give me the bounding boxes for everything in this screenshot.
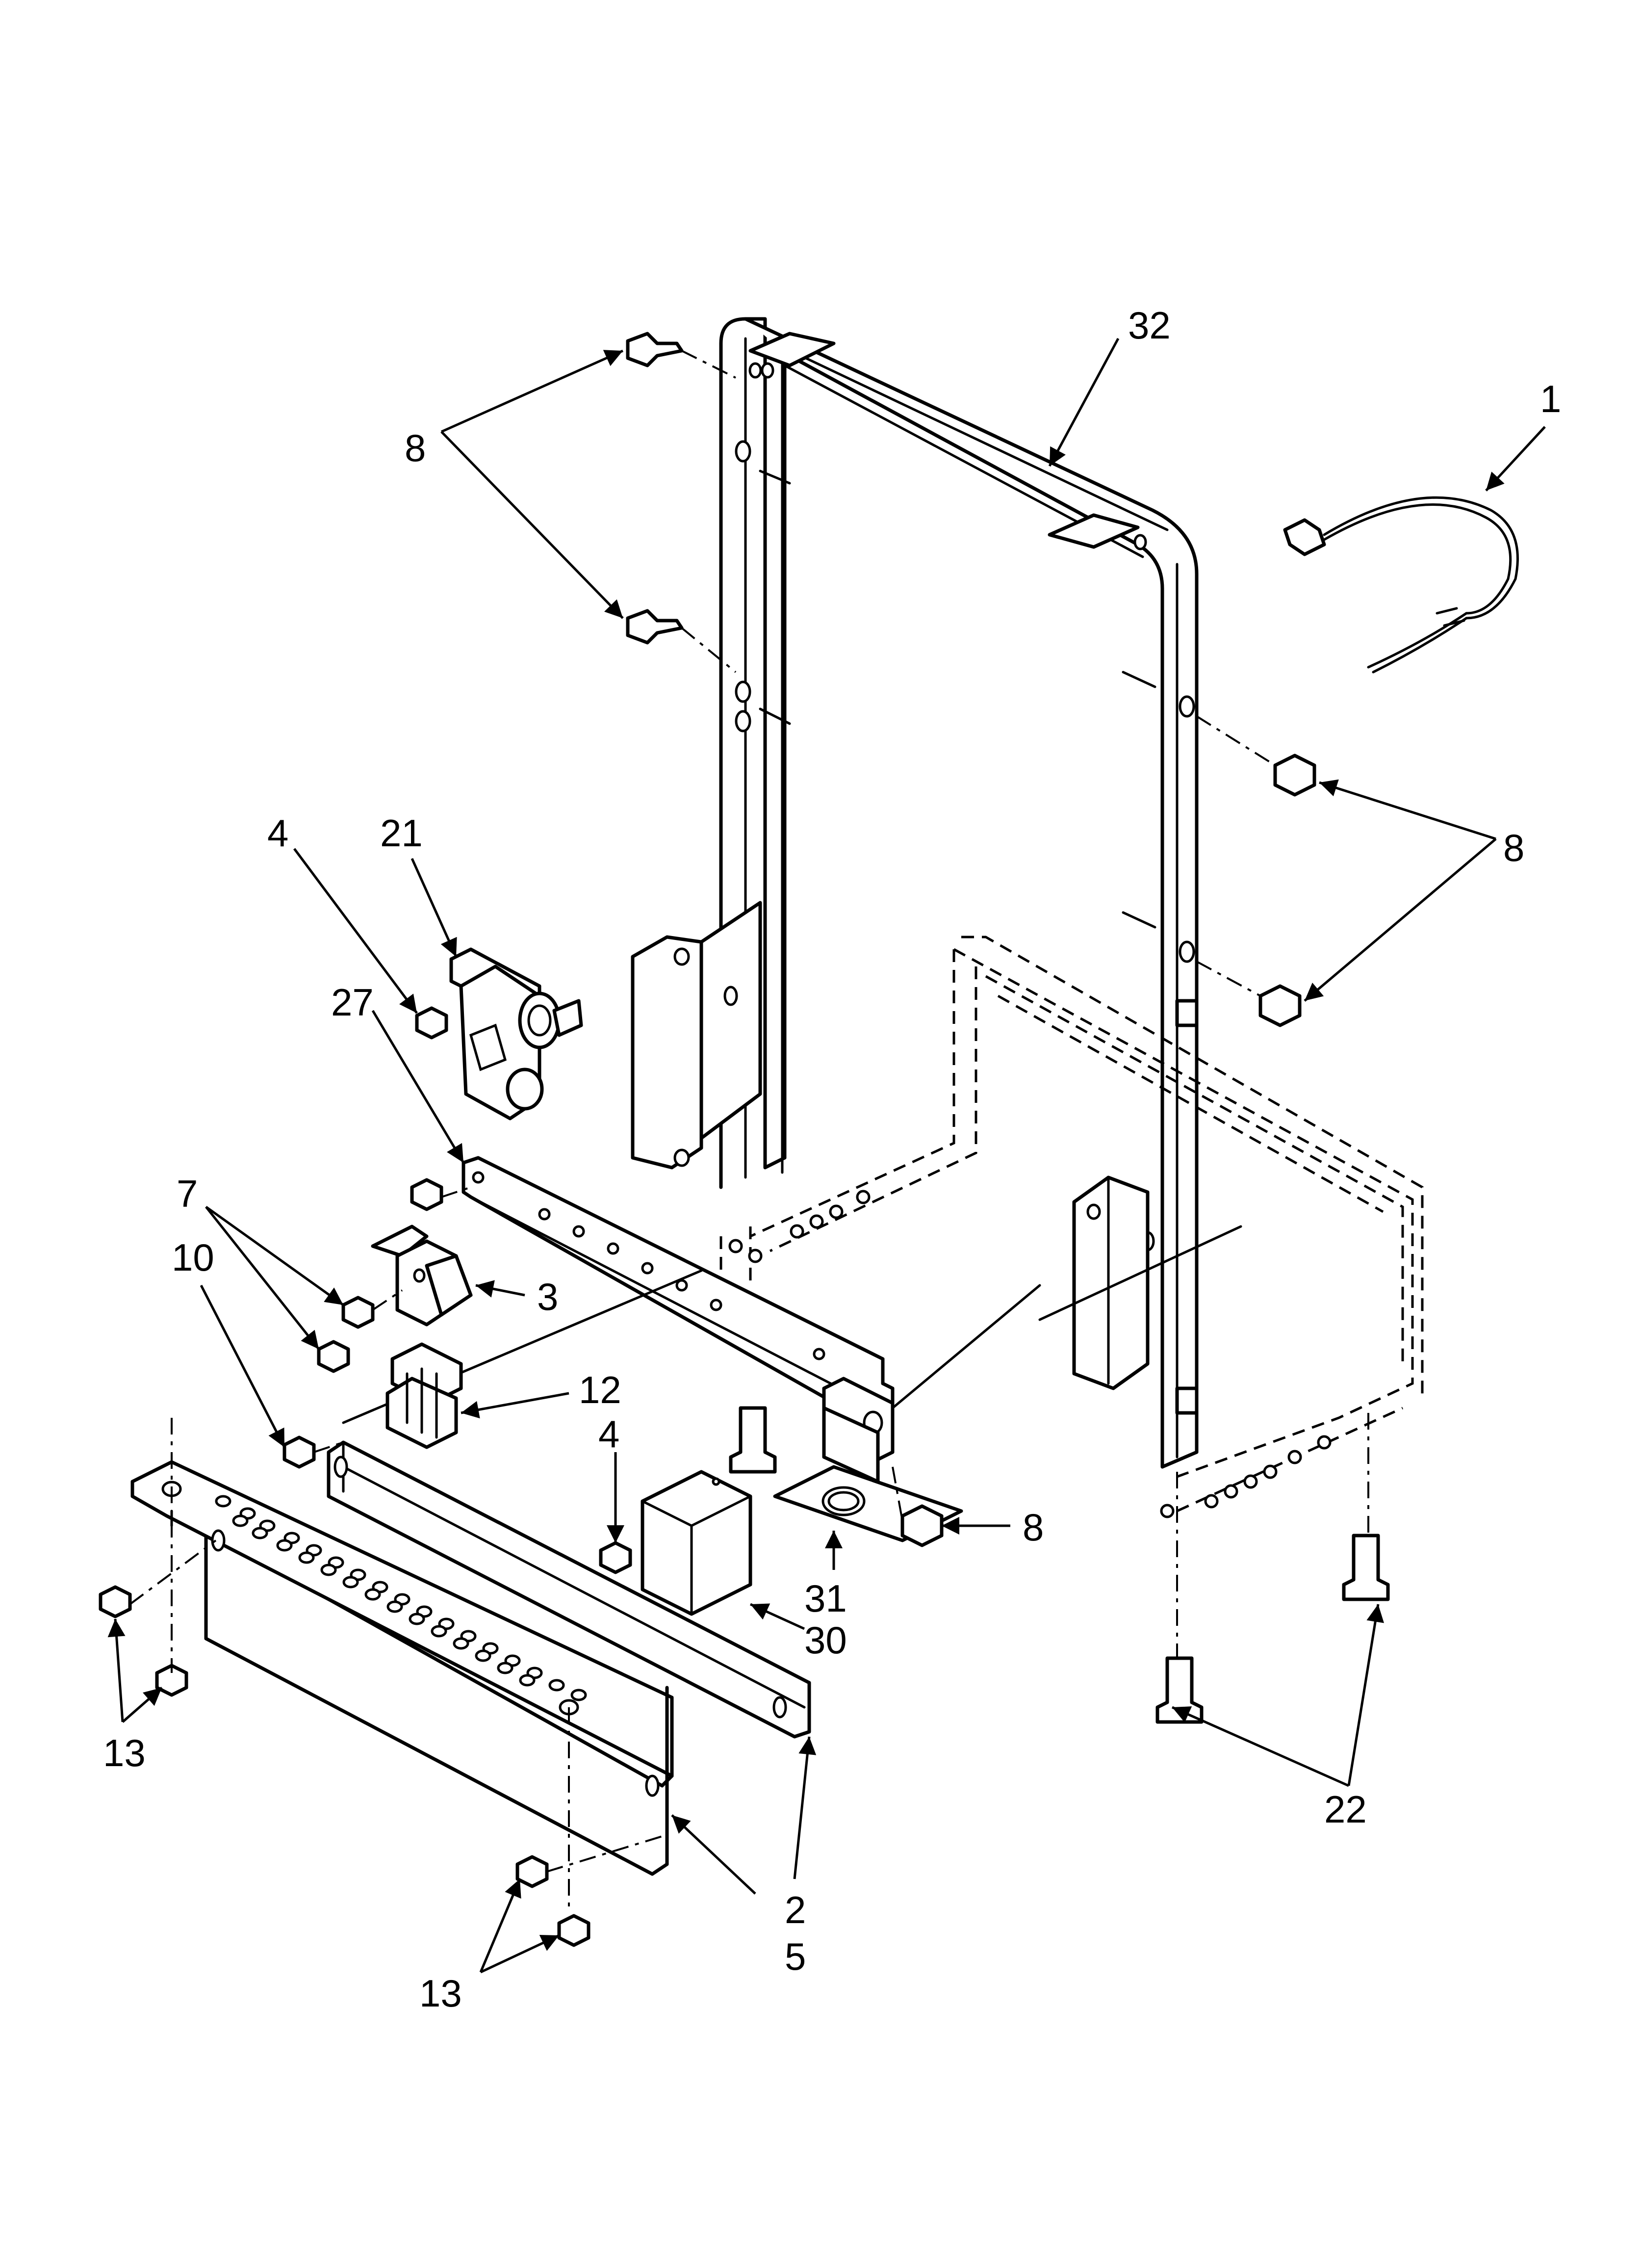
tub-outline-phantom [719, 936, 1424, 1518]
coil-part [385, 1342, 463, 1449]
box-component-part [641, 1470, 752, 1616]
callout-10: 10 [172, 1236, 214, 1279]
leader-lines [107, 338, 1546, 1974]
callout-3: 3 [537, 1275, 558, 1318]
callout-8-top: 8 [405, 426, 426, 469]
callout-27: 27 [331, 981, 374, 1024]
callout-30: 30 [804, 1618, 847, 1662]
screws-group [99, 332, 1390, 1947]
callout-21: 21 [380, 811, 423, 855]
guide-line [1038, 1225, 1242, 1321]
callout-32: 32 [1128, 304, 1171, 347]
callout-12: 12 [579, 1368, 621, 1411]
lower-panel-part [130, 1440, 811, 1876]
switch-part [371, 1225, 473, 1327]
callout-1: 1 [1540, 377, 1561, 420]
power-cord-part [1283, 496, 1519, 674]
alignment-lines [129, 350, 1369, 1913]
callout-4-upper: 4 [267, 811, 288, 855]
guide-line [891, 1284, 1041, 1409]
callout-7: 7 [177, 1172, 198, 1215]
callout-22: 22 [1324, 1788, 1367, 1831]
callout-5: 5 [785, 1935, 806, 1978]
valve-part [449, 947, 583, 1121]
callout-4-lower: 4 [598, 1412, 619, 1456]
callout-8-right: 8 [1503, 826, 1524, 869]
callout-8-lower: 8 [1023, 1506, 1044, 1549]
callout-13-left: 13 [103, 1731, 146, 1774]
callouts: 32 1 8 8 4 21 27 7 10 3 12 4 8 31 30 13 … [103, 304, 1561, 2015]
callout-2: 2 [785, 1888, 806, 1931]
callout-13-bottom: 13 [419, 1972, 462, 2015]
door-frame-part [631, 317, 1199, 1469]
callout-31: 31 [804, 1577, 847, 1620]
